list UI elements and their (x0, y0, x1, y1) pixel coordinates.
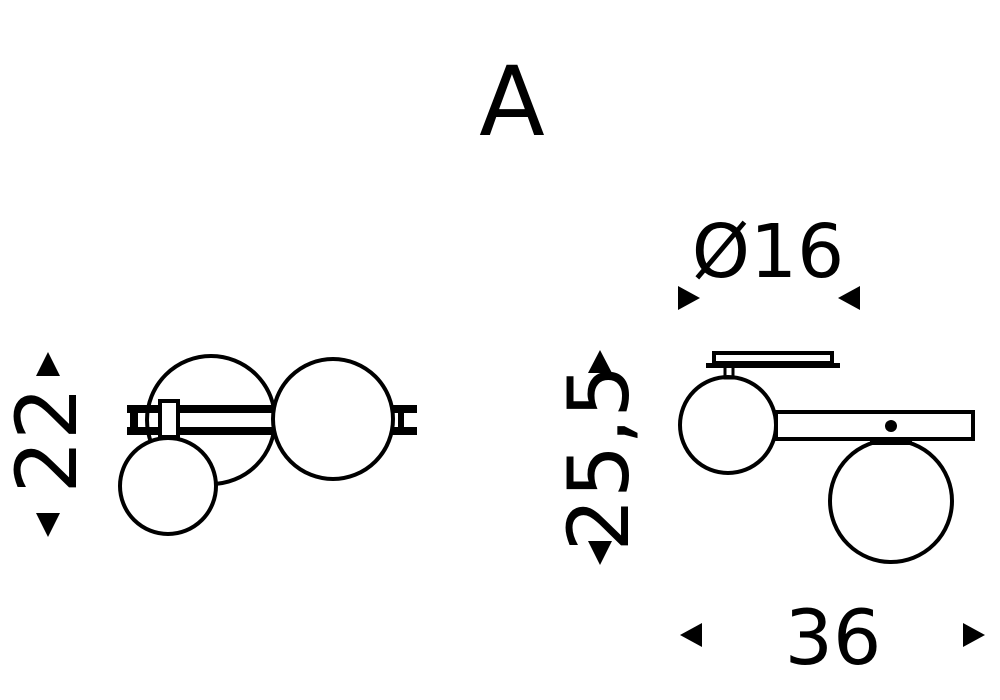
drawing-title: A (479, 46, 545, 158)
dim-arrow-down-icon (588, 541, 612, 565)
dim-arrow-left-icon (680, 623, 702, 647)
dim-arrow-right-icon (963, 623, 985, 647)
globe-bottom (828, 438, 954, 564)
dim-arrow-right-icon (678, 286, 700, 310)
dim-arrow-up-icon (588, 350, 612, 373)
globe-right (271, 357, 395, 481)
arm-end-left (130, 413, 138, 427)
plate-base (706, 363, 840, 368)
left-height-dimension: 22 (0, 387, 96, 494)
pivot-dot (885, 420, 897, 432)
ceiling-plate (712, 351, 834, 365)
globe-top (678, 375, 778, 475)
right-height-dimension: 25,5 (550, 364, 648, 551)
width-dimension: 36 (785, 593, 882, 682)
connector (158, 399, 180, 439)
arm (774, 410, 975, 441)
dim-arrow-up-icon (36, 352, 60, 376)
right-view: Ø16 25,5 36 (550, 209, 985, 682)
dim-arrow-left-icon (838, 286, 860, 310)
globe-front (118, 436, 218, 536)
left-view: 22 (0, 352, 417, 537)
arm-bottom (127, 427, 417, 435)
arm-end-right (398, 413, 404, 427)
diameter-dimension: Ø16 (692, 209, 844, 295)
dim-arrow-down-icon (36, 513, 60, 537)
